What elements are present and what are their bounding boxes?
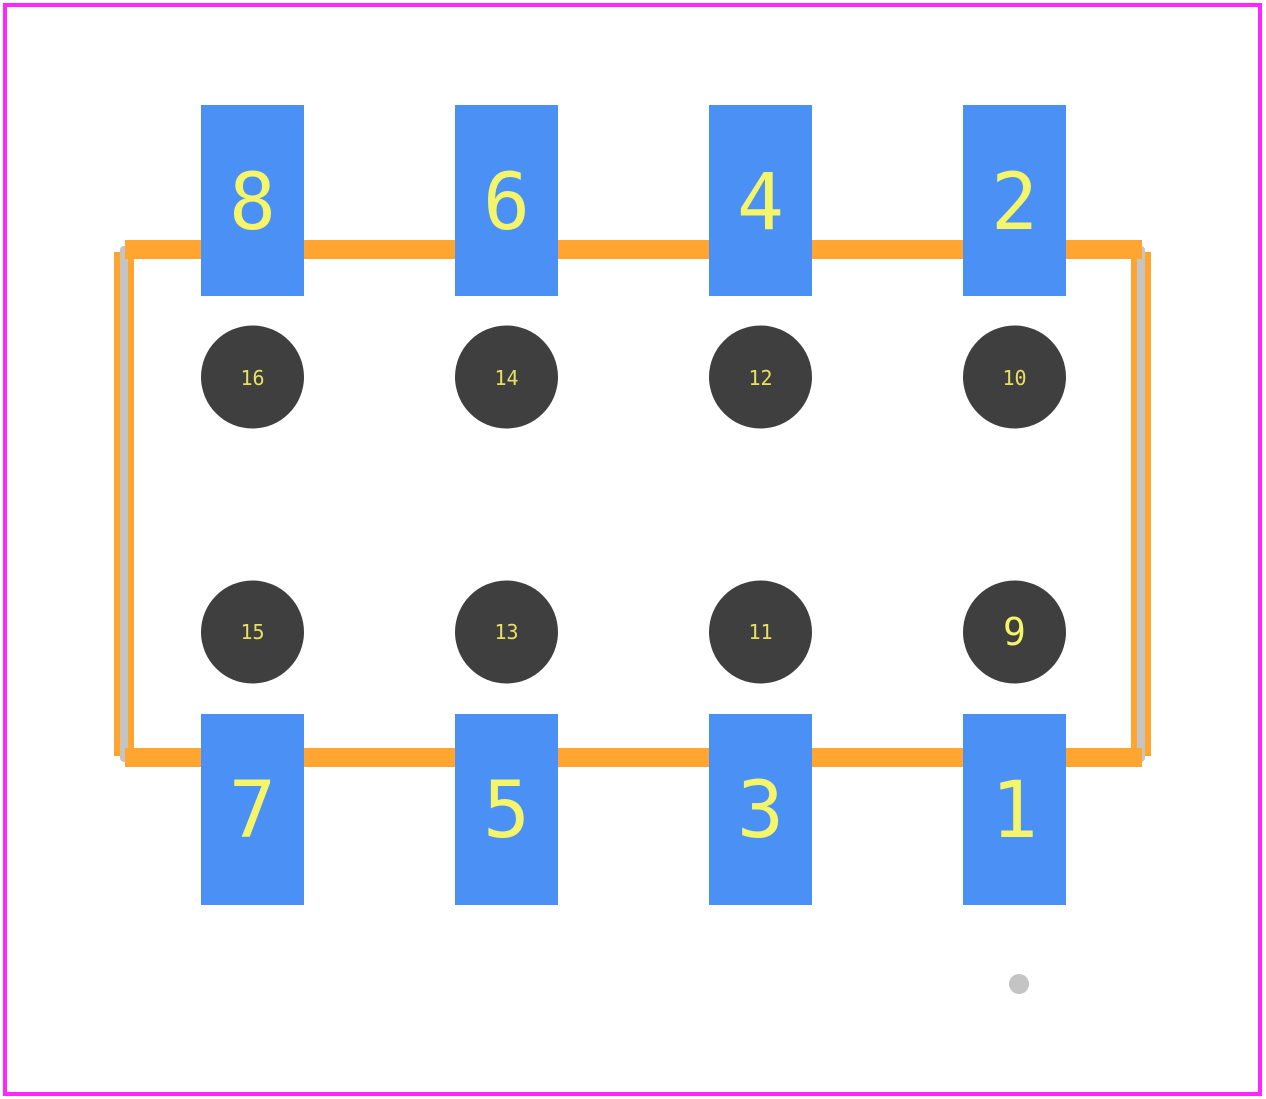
through-hole[interactable]: 16 xyxy=(201,325,304,429)
hole-label: 14 xyxy=(494,366,518,390)
through-hole[interactable]: 13 xyxy=(455,580,558,684)
silkscreen-right xyxy=(1145,252,1151,756)
hole-label: 10 xyxy=(1002,366,1026,390)
pad-label: 7 xyxy=(229,766,276,856)
smd-pad[interactable]: 4 xyxy=(709,105,812,296)
smd-pad[interactable]: 6 xyxy=(455,105,558,296)
through-hole[interactable]: 15 xyxy=(201,580,304,684)
pad-label: 4 xyxy=(737,158,784,248)
silkscreen-right-inner xyxy=(1131,252,1137,756)
smd-pad[interactable]: 3 xyxy=(709,714,812,905)
silkscreen-left-inner xyxy=(128,252,134,756)
silkscreen-top xyxy=(125,240,1142,259)
hole-label: 15 xyxy=(240,620,264,644)
pad-label: 6 xyxy=(483,158,530,248)
pad-label: 8 xyxy=(229,158,276,248)
through-hole[interactable]: 11 xyxy=(709,580,812,684)
hole-label: 11 xyxy=(748,620,772,644)
pad-label: 2 xyxy=(991,158,1038,248)
pad-label: 3 xyxy=(737,766,784,856)
through-hole[interactable]: 9 xyxy=(963,580,1066,684)
silkscreen-left xyxy=(114,252,120,756)
courtyard-outline xyxy=(3,3,1262,1096)
pin1-marker-dot xyxy=(1009,974,1029,994)
smd-pad[interactable]: 2 xyxy=(963,105,1066,296)
through-hole[interactable]: 14 xyxy=(455,325,558,429)
through-hole[interactable]: 12 xyxy=(709,325,812,429)
hole-label: 12 xyxy=(748,366,772,390)
pad-label: 1 xyxy=(991,766,1038,856)
fab-outline-left xyxy=(120,246,128,762)
smd-pad[interactable]: 8 xyxy=(201,105,304,296)
through-hole[interactable]: 10 xyxy=(963,325,1066,429)
smd-pad[interactable]: 1 xyxy=(963,714,1066,905)
hole-label: 9 xyxy=(1003,610,1026,654)
silkscreen-bottom xyxy=(125,748,1142,767)
pad-label: 5 xyxy=(483,766,530,856)
hole-label: 16 xyxy=(240,366,264,390)
smd-pad[interactable]: 7 xyxy=(201,714,304,905)
fab-outline-right xyxy=(1137,246,1145,762)
smd-pad[interactable]: 5 xyxy=(455,714,558,905)
hole-label: 13 xyxy=(494,620,518,644)
